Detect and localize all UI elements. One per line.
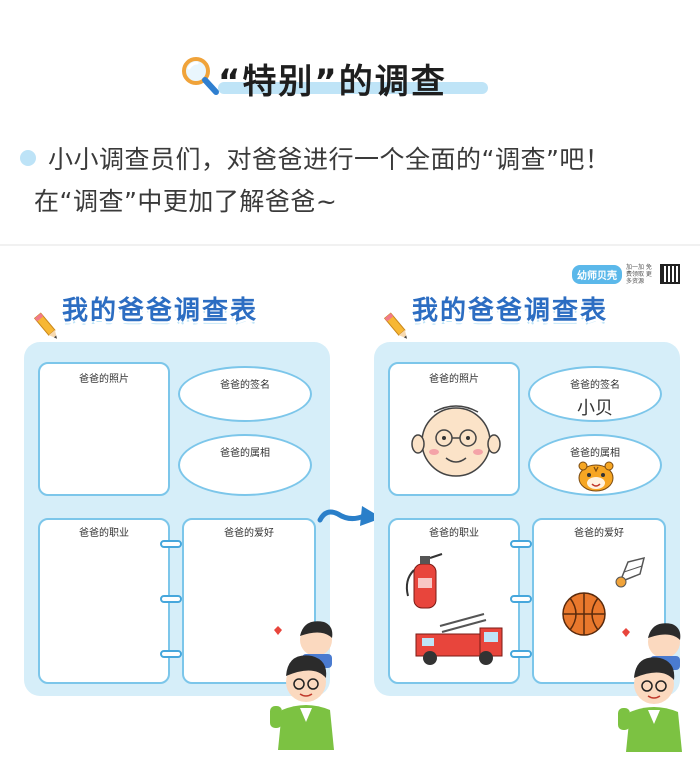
signature-label: 爸爸的签名 [570,380,620,391]
tiger-icon [578,461,614,492]
card-title: 我的爸爸调查表 [412,296,609,326]
basketball-icon [562,592,606,636]
fire-truck-icon [415,613,503,665]
section-title: “特别”的调查 [178,52,518,102]
photo-label: 爸爸的照片 [429,374,479,385]
signature-text: 小贝 [577,398,613,419]
survey-card-example: 我的爸爸调查表 爸爸的照片 爸爸的签名 小贝 爸爸的 [368,290,698,752]
signature-oval: 爸爸的签名 [178,366,312,422]
dad-face-drawing [411,405,501,477]
hobby-label: 爸爸的爱好 [574,528,624,539]
title-highlight [218,82,488,94]
photo-label: 爸爸的照片 [79,374,129,385]
hobby-box: 爸爸的爱好 [182,518,316,684]
job-label: 爸爸的职业 [429,528,479,539]
survey-card-blank: 我的爸爸调查表 爸爸的照片 爸爸的签名 爸爸的属相 爸爸的职业 爸爸的爱好 [18,290,348,750]
logo-side-text: 加一加 免费领取 更多资源 [626,263,652,285]
page-title: “特别”的调查 [218,62,447,102]
zodiac-label: 爸爸的属相 [570,448,620,459]
signature-oval: 爸爸的签名 小贝 [528,366,662,422]
shuttlecock-icon [615,556,646,588]
hobby-box: 爸爸的爱好 [532,518,666,684]
pencil-icon [33,312,57,339]
bullet-dot-icon [20,150,36,166]
qr-code-icon [660,264,680,284]
binder-ring [160,540,182,548]
intro-line-1: 小小调查员们，对爸爸进行一个全面的“调查”吧！ [48,145,611,174]
binder-ring [510,595,532,603]
binder-ring [160,595,182,603]
binder-ring [510,650,532,658]
photo-box: 爸爸的照片 [388,362,520,496]
children-illustration [270,621,334,750]
job-box: 爸爸的职业 [38,518,170,684]
zodiac-oval: 爸爸的属相 [178,434,312,496]
binder-ring [510,540,532,548]
survey-sheet: 爸爸的照片 爸爸的签名 小贝 爸爸的属相 [374,342,680,696]
job-label: 爸爸的职业 [79,528,129,539]
intro-line-2: 在“调查”中更加了解爸爸~ [34,187,338,216]
zodiac-label: 爸爸的属相 [220,448,270,459]
card-title: 我的爸爸调查表 [62,296,259,326]
binder-ring [160,650,182,658]
brand-logo: 幼师贝壳 加一加 免费领取 更多资源 [572,262,692,286]
zodiac-oval: 爸爸的属相 [528,434,662,496]
children-illustration [618,623,682,752]
logo-badge: 幼师贝壳 [572,264,622,284]
survey-sheet: 爸爸的照片 爸爸的签名 爸爸的属相 爸爸的职业 爸爸的爱好 [24,342,330,696]
pencil-icon [383,312,407,339]
curved-arrow-icon [317,506,382,526]
job-box: 爸爸的职业 [388,518,520,684]
section-divider [0,244,700,246]
photo-box: 爸爸的照片 [38,362,170,496]
hobby-label: 爸爸的爱好 [224,528,274,539]
magnifier-icon [182,57,219,95]
signature-label: 爸爸的签名 [220,380,270,391]
fire-extinguisher-icon [405,553,443,609]
